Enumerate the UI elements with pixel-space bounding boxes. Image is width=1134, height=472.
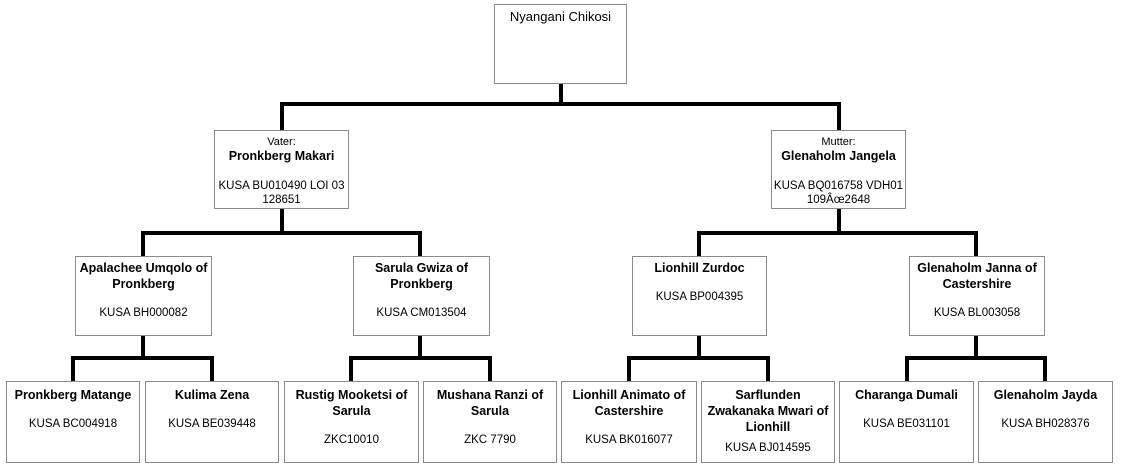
great-grandparent-registration: KUSA BC004918 [28, 418, 118, 430]
grandparent-box: Apalachee Umqolo of Pronkberg KUSA BH000… [75, 256, 212, 336]
great-grandparent-registration: KUSA BH028376 [1001, 418, 1090, 430]
great-grandparent-name: Kulima Zena [174, 388, 250, 402]
great-grandparent-name: Mushana Ranzi of Sarula [436, 388, 544, 418]
root-dog-name: Nyangani Chikosi [509, 9, 612, 24]
great-grandparent-registration: ZKC 7790 [464, 434, 516, 446]
great-grandparent-box: Pronkberg Matange KUSA BC004918 [6, 381, 140, 463]
grandparent-box: Sarula Gwiza of Pronkberg KUSA CM013504 [353, 256, 490, 336]
grandparent-registration: KUSA BP004395 [655, 291, 744, 303]
sire-role: Vater: [267, 136, 296, 148]
great-grandparent-registration: ZKC10010 [324, 434, 379, 446]
great-grandparent-registration: KUSA BE031101 [863, 418, 950, 430]
grandparent-box: Glenaholm Janna of Castershire KUSA BL00… [909, 256, 1045, 336]
great-grandparent-name: Charanga Dumali [855, 388, 958, 402]
great-grandparent-box: Rustig Mooketsi of Sarula ZKC10010 [284, 381, 419, 463]
dam-role: Mutter: [821, 136, 856, 148]
dam-registration: KUSA BQ016758 VDH01 109Âœ2648 [773, 180, 904, 206]
sire-box: Vater: Pronkberg Makari KUSA BU010490 LO… [214, 130, 349, 209]
great-grandparent-registration: KUSA BE039448 [168, 418, 256, 430]
grandparent-registration: KUSA BH000082 [99, 307, 188, 319]
sire-name: Pronkberg Makari [228, 149, 335, 163]
grandparent-name: Apalachee Umqolo of Pronkberg [79, 261, 208, 291]
grandparent-box: Lionhill Zurdoc KUSA BP004395 [632, 256, 767, 336]
great-grandparent-name: Lionhill Animato of Castershire [572, 388, 686, 418]
great-grandparent-name: Sarflunden Zwakanaka Mwari of Lionhill [707, 388, 829, 434]
great-grandparent-box: Kulima Zena KUSA BE039448 [145, 381, 279, 463]
sire-registration: KUSA BU010490 LOI 03 128651 [218, 180, 345, 206]
great-grandparent-name: Rustig Mooketsi of Sarula [295, 388, 408, 418]
great-grandparent-box: Glenaholm Jayda KUSA BH028376 [978, 381, 1113, 463]
great-grandparent-box: Mushana Ranzi of Sarula ZKC 7790 [423, 381, 557, 463]
great-grandparent-box: Charanga Dumali KUSA BE031101 [839, 381, 974, 463]
great-grandparent-name: Glenaholm Jayda [993, 388, 1098, 402]
great-grandparent-box: Lionhill Animato of Castershire KUSA BK0… [561, 381, 697, 463]
grandparent-name: Glenaholm Janna of Castershire [917, 261, 1037, 291]
dam-name: Glenaholm Jangela [781, 149, 896, 163]
grandparent-registration: KUSA BL003058 [933, 307, 1021, 319]
great-grandparent-registration: KUSA BK016077 [585, 434, 673, 446]
great-grandparent-box: Sarflunden Zwakanaka Mwari of Lionhill K… [701, 381, 835, 463]
root-dog: Nyangani Chikosi [494, 4, 627, 84]
great-grandparent-registration: KUSA BJ014595 [725, 442, 811, 454]
grandparent-registration: KUSA CM013504 [376, 307, 467, 319]
grandparent-name: Lionhill Zurdoc [654, 261, 745, 275]
dam-box: Mutter: Glenaholm Jangela KUSA BQ016758 … [771, 130, 906, 209]
great-grandparent-name: Pronkberg Matange [14, 388, 132, 402]
grandparent-name: Sarula Gwiza of Pronkberg [374, 261, 469, 291]
